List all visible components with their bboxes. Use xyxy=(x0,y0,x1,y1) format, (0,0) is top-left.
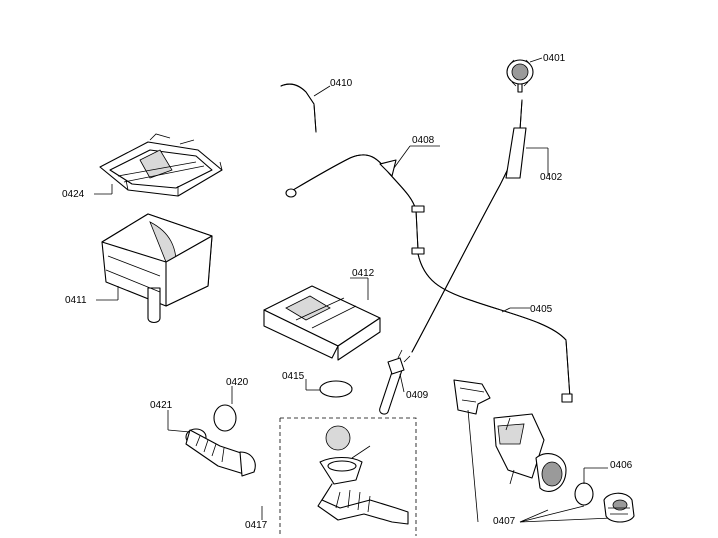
label-0410: 0410 xyxy=(330,78,353,89)
part-0412-dispenser-drawer[interactable] xyxy=(263,277,381,361)
part-0410-bent-hose[interactable] xyxy=(280,83,331,133)
label-0411: 0411 xyxy=(65,295,87,306)
part-0420-ring[interactable] xyxy=(213,386,237,432)
label-0402: 0402 xyxy=(540,172,563,183)
label-0405: 0405 xyxy=(530,304,553,315)
part-0401-pressure-switch[interactable] xyxy=(506,57,543,93)
part-0424-drawer-cover[interactable] xyxy=(94,133,223,197)
label-0406: 0406 xyxy=(610,460,633,471)
part-0407-drain-pump[interactable] xyxy=(453,379,613,523)
label-0407: 0407 xyxy=(493,516,516,527)
part-0408-inlet-hose[interactable] xyxy=(285,145,440,255)
part-0402-pressure-tube[interactable] xyxy=(411,99,549,353)
part-0405-long-hose[interactable] xyxy=(417,253,573,403)
label-0420: 0420 xyxy=(226,377,249,388)
label-0424: 0424 xyxy=(62,189,85,200)
part-0421-bellows-hose[interactable] xyxy=(167,410,256,477)
label-0408: 0408 xyxy=(412,135,435,146)
label-0417: 0417 xyxy=(245,520,268,531)
part-0406-filter[interactable] xyxy=(574,467,635,523)
label-0401: 0401 xyxy=(543,53,566,64)
label-0415: 0415 xyxy=(282,371,305,382)
part-0409-sensor[interactable] xyxy=(379,349,411,415)
label-0412: 0412 xyxy=(352,268,375,279)
part-0411-drawer-housing[interactable] xyxy=(96,213,213,324)
label-0421: 0421 xyxy=(150,400,173,411)
part-0415-seal-ring[interactable] xyxy=(305,379,353,398)
part-0417-sump-assembly[interactable] xyxy=(261,417,417,536)
label-0409: 0409 xyxy=(406,390,429,401)
